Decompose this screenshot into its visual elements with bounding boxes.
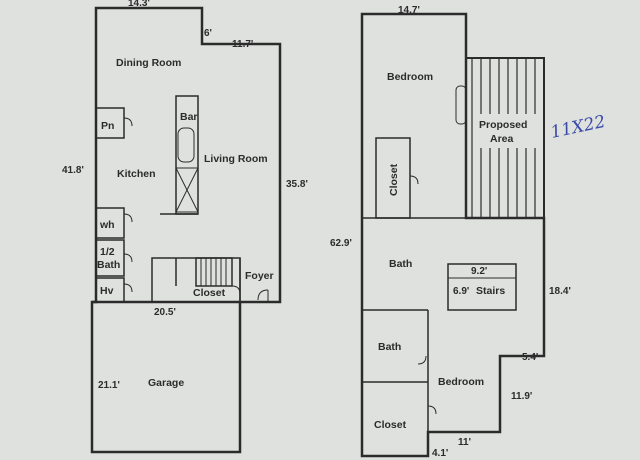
staircase xyxy=(195,257,233,287)
closet-label: Closet xyxy=(193,287,226,299)
entry-door xyxy=(257,289,269,302)
dim-bottom-left: 4.1' xyxy=(432,448,448,459)
dim-garage-depth: 21.1' xyxy=(98,380,120,391)
foyer-label: Foyer xyxy=(245,270,274,282)
bedroom-fixture xyxy=(455,85,467,125)
pantry xyxy=(95,107,125,139)
main-floor-plan: 14.3' 6' 11.7' 41.8' 35.8' 20.5' 21.1' D… xyxy=(62,0,308,454)
room-kitchen: Kitchen xyxy=(117,168,156,180)
upper-floor-outline xyxy=(360,12,546,458)
bar-label: Bar xyxy=(180,111,198,123)
dim-right-height: 35.8' xyxy=(286,179,308,190)
room-living: Living Room xyxy=(204,153,268,165)
dim-right-top: 11.7' xyxy=(232,39,253,50)
dim-upper-top-width: 14.7' xyxy=(398,5,420,16)
half-bath-label-line1: 1/2 xyxy=(100,246,115,258)
proposed-area-label-bg xyxy=(474,114,536,148)
water-heater-closet xyxy=(95,207,125,239)
dim-step: 5.4' xyxy=(522,352,538,363)
dim-left-height: 41.8' xyxy=(62,165,84,176)
half-bath xyxy=(95,239,125,277)
room-upper-bedroom: Bedroom xyxy=(387,71,433,83)
proposed-label-line1: Proposed xyxy=(479,119,527,131)
upper-stairs xyxy=(447,263,517,311)
pantry-door-swing xyxy=(123,117,133,127)
hvac-label: Hv xyxy=(100,285,114,297)
room-lower-bedroom: Bedroom xyxy=(438,376,484,388)
upper-floor-plan: 14.7' 62.9' 9.2' 6.9' 18.4' 5.4' 11.9' 1… xyxy=(330,5,607,459)
dim-top-width: 14.3' xyxy=(128,0,150,9)
dim-stairs-width: 9.2' xyxy=(471,266,487,277)
dim-upper-left-height: 62.9' xyxy=(330,238,352,249)
half-bath-label-line2: Bath xyxy=(97,259,120,271)
kitchen-sink xyxy=(177,127,195,163)
bar-cabinet xyxy=(175,167,199,213)
dim-upper-right-height: 18.4' xyxy=(549,286,571,297)
room-lower-bath: Bath xyxy=(378,341,401,353)
upper-closet xyxy=(375,137,411,219)
pantry-label: Pn xyxy=(101,120,114,132)
dim-stairs-depth: 6.9' xyxy=(453,286,469,297)
handwritten-size-note: 11X22 xyxy=(549,112,607,143)
garage-label: Garage xyxy=(148,377,184,389)
room-upper-bath: Bath xyxy=(389,258,412,270)
hvac-closet xyxy=(95,277,125,303)
stair-treads xyxy=(200,258,227,286)
dim-garage-width: 20.5' xyxy=(154,307,176,318)
room-dining: Dining Room xyxy=(116,57,181,69)
stairs-label: Stairs xyxy=(476,285,505,297)
proposed-label-line2: Area xyxy=(490,133,514,145)
room-lower-closet: Closet xyxy=(374,419,407,431)
dim-bottom-right: 11' xyxy=(458,437,471,448)
water-heater-label: wh xyxy=(99,219,115,231)
dim-notch-depth: 6' xyxy=(204,28,212,39)
main-floor-outline xyxy=(90,6,282,454)
dim-lower-bedroom-depth: 11.9' xyxy=(511,391,532,402)
room-upper-closet: Closet xyxy=(388,163,400,196)
